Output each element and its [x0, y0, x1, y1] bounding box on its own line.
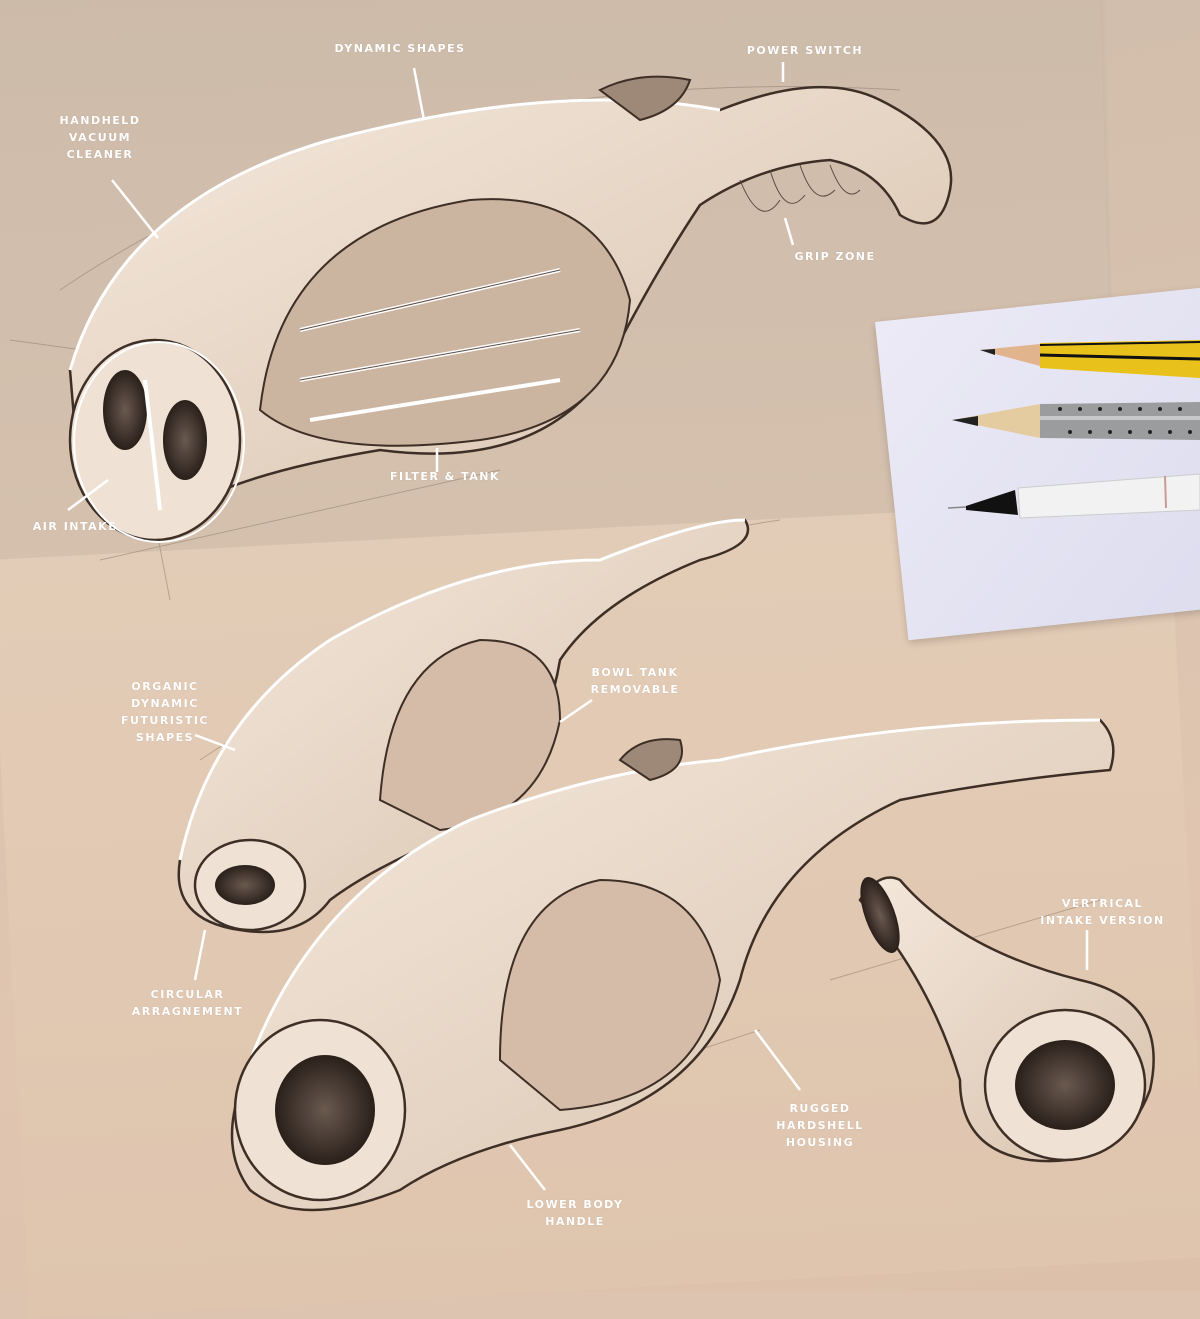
hardshell-vacuum-sketch	[230, 718, 1115, 1212]
organic-vacuum-sketch	[177, 518, 750, 934]
annotation-leaders	[67, 62, 1089, 1191]
label-handheld-vacuum: Handheld Vacuum Cleaner	[59, 114, 141, 161]
label-lower-body-handle: Lower Body Handle	[526, 1198, 624, 1228]
label-power-switch: Power Switch	[746, 44, 864, 57]
label-organic-shapes: Organic Dynamic Futuristic Shapes	[120, 680, 210, 744]
label-circular-arrangement: Circular Arragnement	[131, 988, 244, 1018]
label-grip-zone: Grip Zone	[794, 250, 876, 263]
label-bowl-tank: Bowl Tank Removable	[590, 666, 680, 696]
label-air-intake: Air Intake	[32, 520, 118, 533]
yellow-pencil-icon	[980, 340, 1200, 378]
vertical-intake-sketch	[858, 876, 1155, 1163]
grey-pencil-icon	[952, 402, 1200, 440]
label-rugged-housing: Rugged Hardshell Housing	[776, 1102, 864, 1149]
pencils-illustration	[947, 340, 1200, 519]
vacuum-sketches	[9, 62, 1155, 1212]
label-vertical-intake: Vertrical Intake Version	[1040, 897, 1165, 927]
label-filter-tank: Filter & Tank	[390, 470, 500, 483]
handheld-vacuum-sketch	[68, 75, 953, 543]
mechanical-pencil-icon	[947, 473, 1200, 519]
label-dynamic-shapes: Dynamic Shapes	[334, 42, 466, 55]
